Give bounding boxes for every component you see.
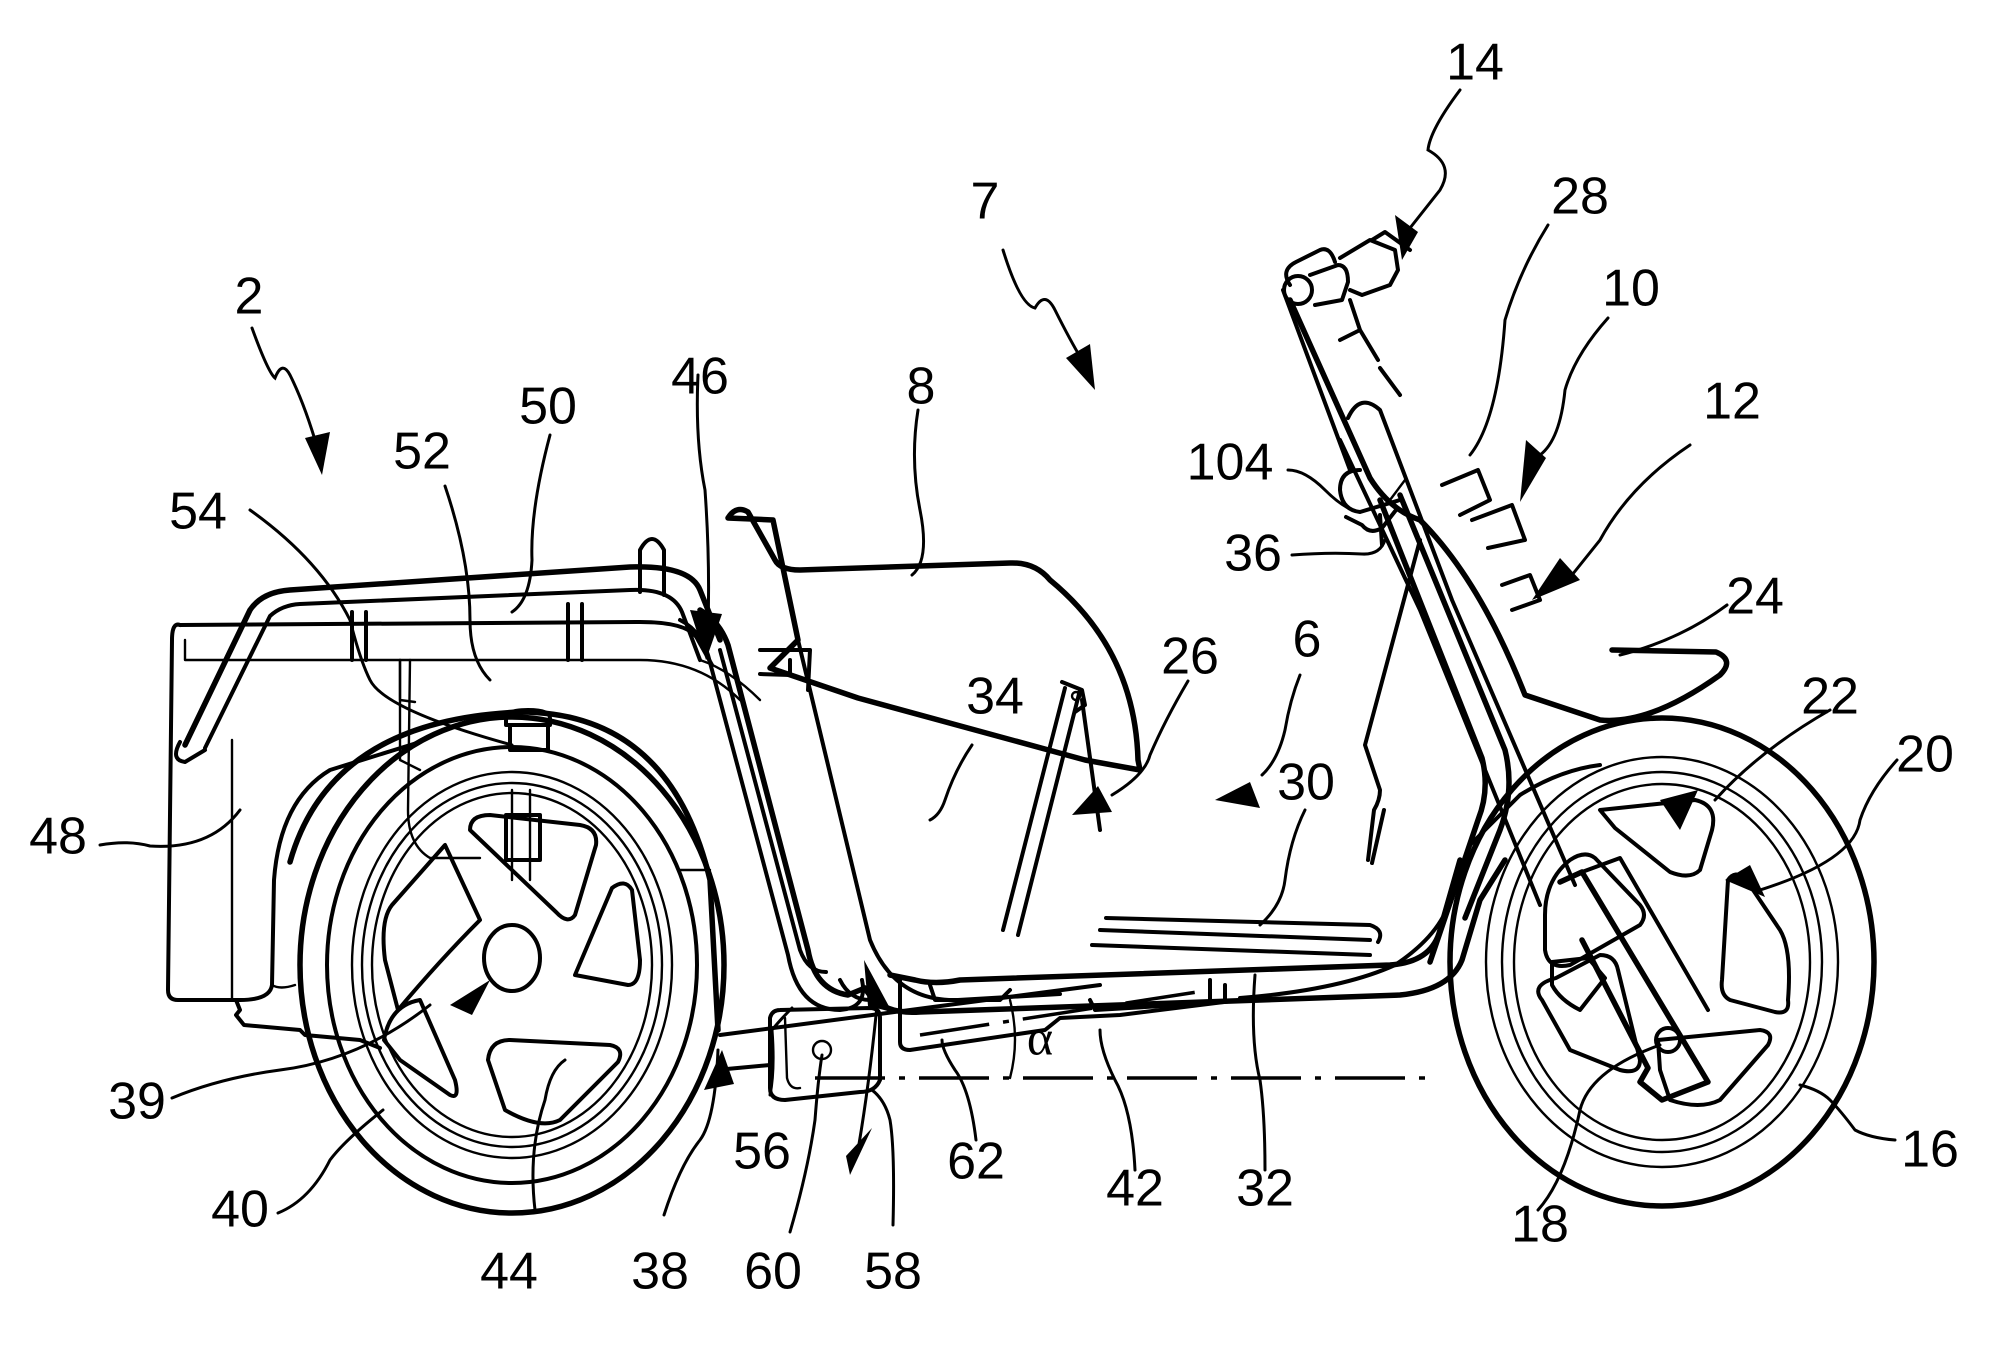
pivot-bracket [768,960,892,1175]
label-26: 26 [1161,628,1219,686]
luggage-rack [174,537,723,764]
label-32: 32 [1236,1160,1294,1218]
label-28: 28 [1551,168,1609,226]
label-24: 24 [1726,568,1784,626]
label-22: 22 [1801,668,1859,726]
reference-line [815,998,1430,1080]
label-40: 40 [211,1181,269,1239]
front-axle [1654,1026,1682,1054]
label-48: 48 [29,808,87,866]
rear-cover-panel [398,658,762,772]
label-62: 62 [947,1133,1005,1191]
rear-cargo-box [166,620,742,1050]
label-8: 8 [907,358,936,416]
label-60: 60 [744,1243,802,1301]
rear-hub [482,923,542,993]
label-44: 44 [480,1243,538,1301]
label-18: 18 [1511,1196,1569,1254]
label-52: 52 [393,423,451,481]
angle-alpha-label: α [1027,1009,1053,1065]
label-6: 6 [1293,611,1322,669]
label-10: 10 [1602,260,1660,318]
steering-assembly [1281,230,1730,907]
label-54: 54 [169,483,227,541]
main-frame [862,857,1508,1052]
label-58: 58 [864,1243,922,1301]
rear-wheel [297,714,727,1216]
label-12: 12 [1703,373,1761,431]
label-42: 42 [1106,1160,1164,1218]
label-20: 20 [1896,726,1954,784]
front-wheel [1447,715,1877,1209]
label-2: 2 [235,268,264,326]
label-104: 104 [1187,434,1274,492]
label-56: 56 [733,1123,791,1181]
reference-numerals: 2 7 14 28 10 12 104 36 24 22 20 16 18 6 … [29,34,1959,1301]
seat [725,506,1143,1003]
label-34: 34 [966,668,1024,726]
leader-lines [98,88,1899,1234]
label-39: 39 [108,1073,166,1131]
label-38: 38 [631,1243,689,1301]
label-50: 50 [519,378,577,436]
label-46: 46 [671,348,729,406]
label-36: 36 [1224,525,1282,583]
label-16: 16 [1901,1121,1959,1179]
label-14: 14 [1446,34,1504,92]
label-7: 7 [971,173,1000,231]
label-30: 30 [1277,754,1335,812]
